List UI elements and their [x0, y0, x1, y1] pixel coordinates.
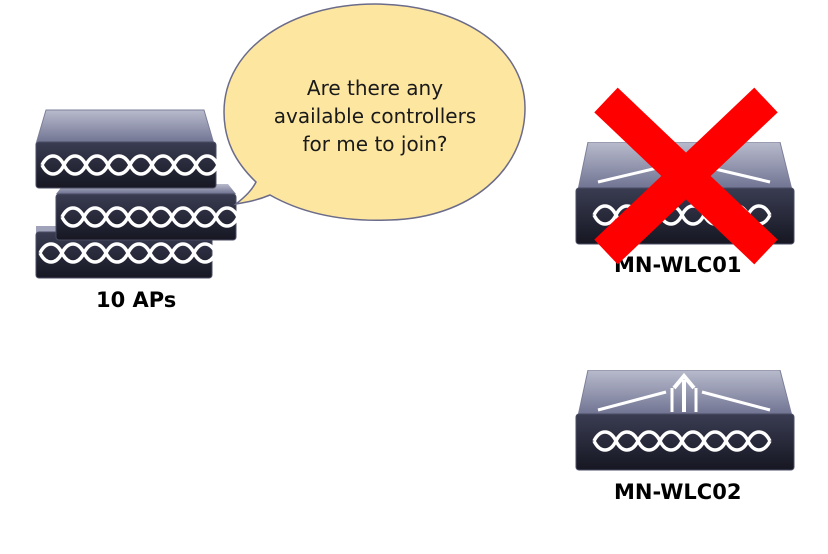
speech-bubble-text: Are there any available controllers for …	[246, 74, 504, 158]
controller-1-label: MN-WLC01	[614, 253, 742, 277]
red-x-icon	[594, 87, 778, 265]
bubble-line: Are there any	[306, 76, 444, 100]
bubble-line: for me to join?	[302, 132, 448, 156]
wireless-lan-controller-2	[575, 370, 795, 471]
wireless-lan-controller-icon	[575, 370, 795, 471]
access-point-icon	[35, 109, 220, 189]
access-point-stack	[35, 109, 240, 279]
bubble-line: available controllers	[273, 104, 477, 128]
ap-group-label: 10 APs	[96, 288, 177, 312]
controller-2-label: MN-WLC02	[614, 480, 742, 504]
